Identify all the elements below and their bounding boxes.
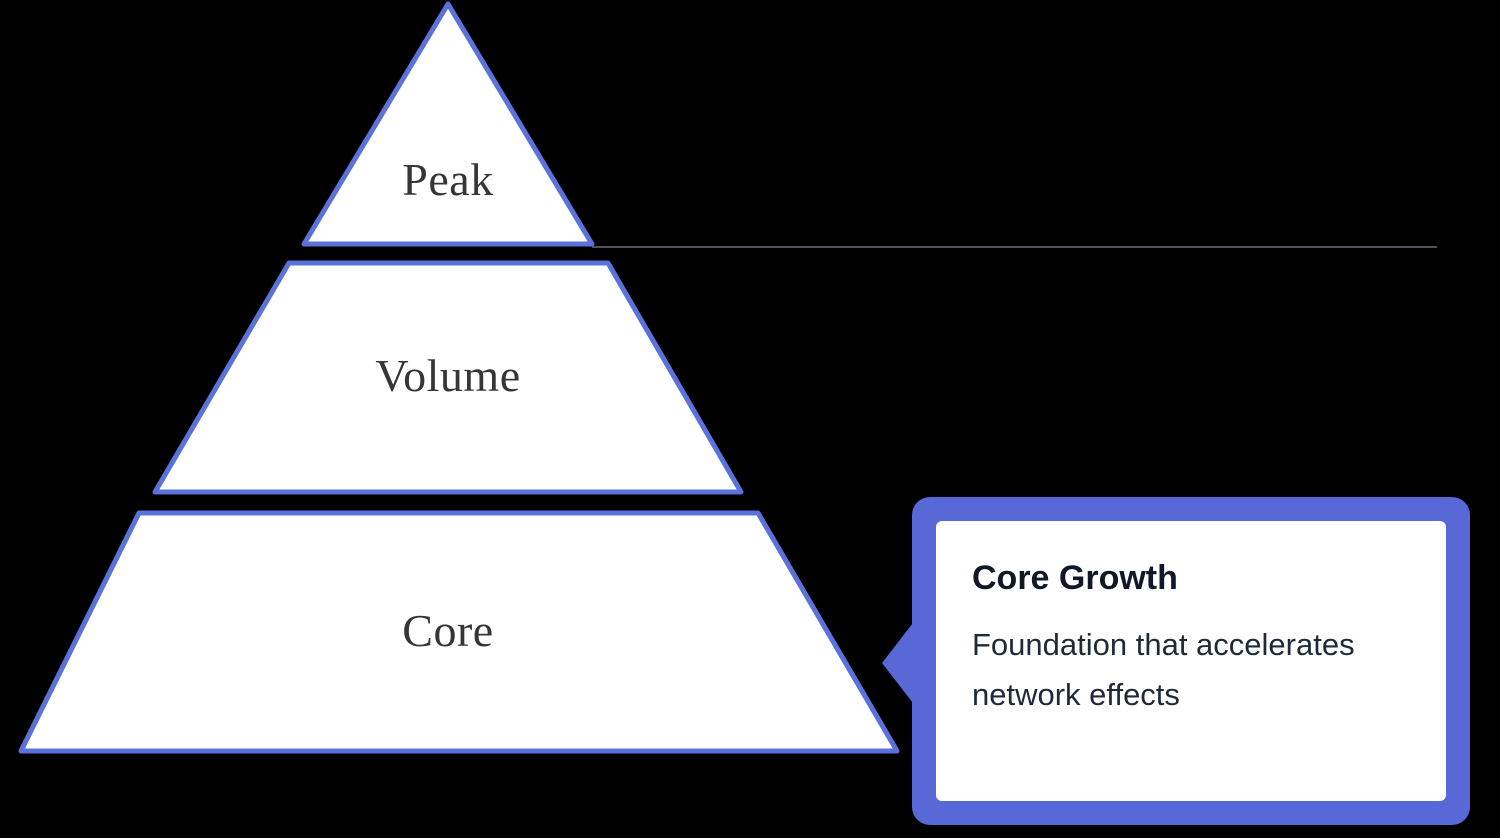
pyramid-level-volume-label: Volume — [375, 350, 521, 401]
callout-body: Core Growth Foundation that accelerates … — [936, 521, 1446, 801]
pyramid-level-core-label: Core — [402, 605, 494, 656]
callout-left-arrow — [882, 619, 916, 707]
pyramid-level-volume-shape[interactable] — [152, 260, 744, 495]
pyramid-level-core-shape[interactable] — [18, 510, 900, 754]
core-growth-callout: Core Growth Foundation that accelerates … — [882, 497, 1470, 825]
pyramid-level-peak-shape[interactable] — [301, 1, 595, 247]
callout-title: Core Growth — [972, 559, 1178, 597]
pyramid-level-peak-label: Peak — [402, 154, 494, 205]
callout-description: Foundation that accelerates network effe… — [972, 627, 1355, 712]
